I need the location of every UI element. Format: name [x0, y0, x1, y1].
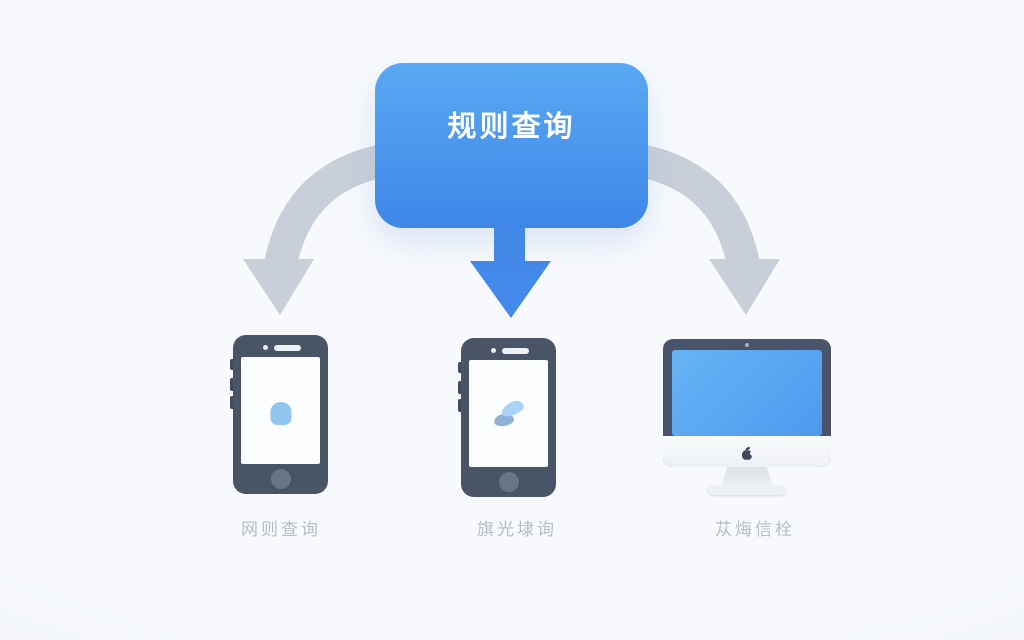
rounded-blob-app-icon [270, 402, 291, 425]
phone2-camera-dot-icon [491, 348, 496, 353]
phone2-side-button-3 [458, 399, 461, 412]
imac-monitor [663, 339, 831, 467]
device-smartphone-2 [458, 338, 556, 497]
phone2-home-button-icon [498, 472, 519, 492]
imac-chin [663, 436, 831, 467]
phone2-side-button-2 [458, 381, 461, 394]
center-down-arrow-stem [494, 222, 525, 264]
imac-stand-base [708, 486, 786, 495]
petal-top-shape [499, 399, 525, 418]
phone1-side-button-3 [230, 396, 233, 409]
center-down-arrow-head-icon [470, 261, 551, 318]
root-node: 规则查询 [375, 63, 648, 228]
device-caption-3: 苁烸信栓 [715, 520, 795, 539]
imac-screen [672, 350, 822, 436]
phone1-camera-dot-icon [263, 345, 268, 350]
right-curved-arrow-head-icon [709, 259, 780, 315]
device-desktop-imac [663, 339, 831, 495]
phone1-side-button-1 [230, 359, 233, 370]
device-caption-2: 旗光埭询 [477, 520, 557, 539]
phone2-screen [469, 360, 548, 467]
two-petal-app-icon [492, 399, 525, 429]
apple-logo-icon [741, 447, 754, 460]
device-smartphone-1 [230, 335, 328, 494]
phone1-screen [241, 357, 320, 464]
left-curved-arrow-head-icon [243, 259, 314, 315]
phone1-speaker-icon [274, 345, 301, 351]
device-caption-1: 网则查询 [241, 520, 321, 539]
phone1-side-button-2 [230, 378, 233, 391]
phone1-home-button-icon [270, 469, 291, 489]
imac-stand-neck [721, 467, 773, 486]
root-node-label: 规则查询 [447, 111, 576, 143]
imac-camera-dot-icon [745, 343, 749, 347]
phone2-side-button-1 [458, 362, 461, 373]
phone2-speaker-icon [502, 348, 529, 354]
